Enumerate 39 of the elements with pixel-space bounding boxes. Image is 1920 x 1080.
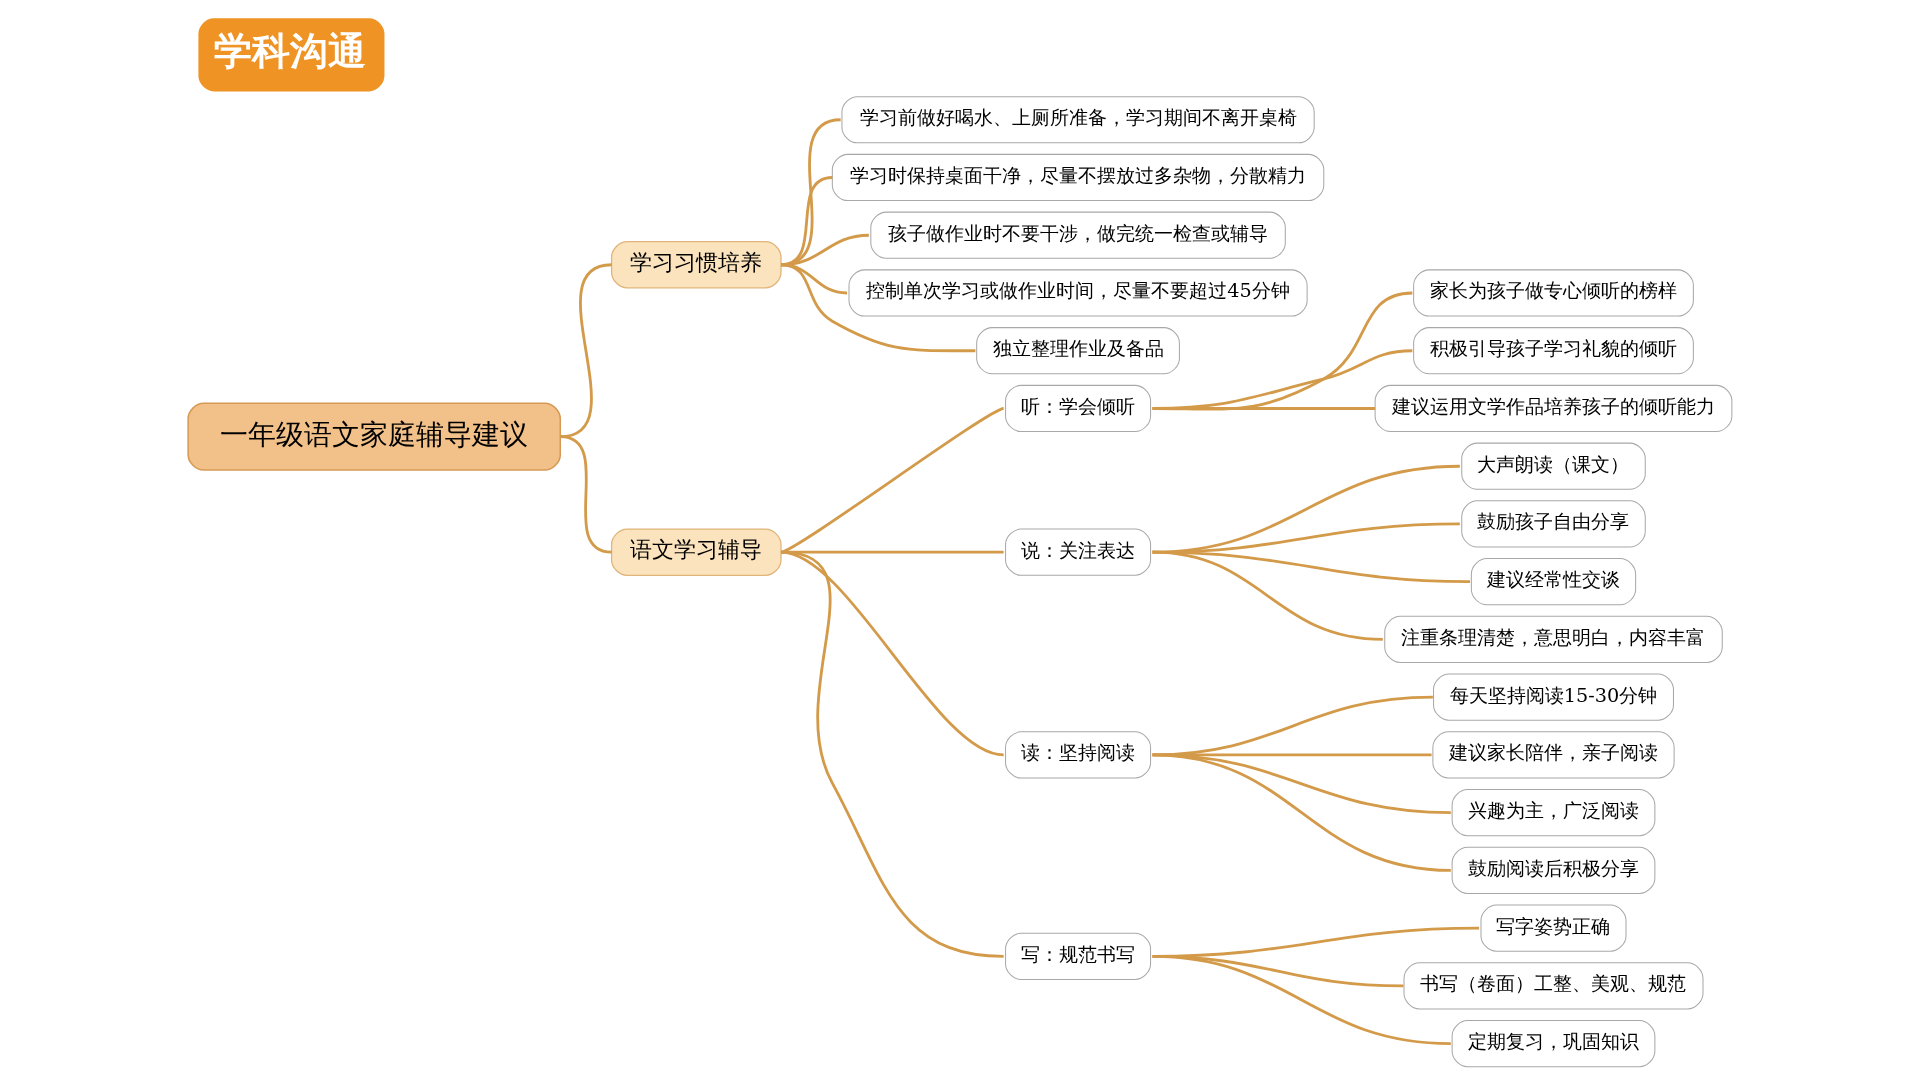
node-box: 说：关注表达 xyxy=(1005,528,1152,576)
node-box: 书写（卷面）工整、美观、规范 xyxy=(1403,962,1704,1010)
diagram-title: 学科沟通 xyxy=(214,27,367,73)
connector xyxy=(1152,550,1383,641)
connector xyxy=(1152,695,1433,757)
node-box: 鼓励阅读后积极分享 xyxy=(1451,846,1656,895)
connector xyxy=(780,550,1004,958)
connector xyxy=(1152,349,1413,410)
node-box: 学习习惯培养 xyxy=(610,241,782,289)
connector xyxy=(780,263,848,295)
node-box: 积极引导孩子学习礼貌的倾听 xyxy=(1413,327,1694,375)
node-box: 每天坚持阅读15-30分钟 xyxy=(1433,673,1674,721)
node-box: 建议家长陪伴，亲子阅读 xyxy=(1432,731,1675,779)
node-box: 写：规范书写 xyxy=(1005,932,1152,981)
node-box: 学习时保持桌面干净，尽量不摆放过多杂物，分散精力 xyxy=(831,153,1325,202)
connector xyxy=(1152,291,1413,411)
connector xyxy=(560,435,612,554)
node-box: 读：坚持阅读 xyxy=(1005,731,1152,779)
connector xyxy=(1152,407,1376,410)
node-box: 听：学会倾听 xyxy=(1005,384,1152,433)
node-box: 注重条理清楚，意思明白，内容丰富 xyxy=(1384,615,1723,664)
node-box: 学习前做好喝水、上厕所准备，学习期间不离开桌椅 xyxy=(841,96,1315,144)
node-box: 家长为孩子做专心倾听的榜样 xyxy=(1413,269,1694,317)
node-box: 写字姿势正确 xyxy=(1480,904,1627,952)
node-box: 一年级语文家庭辅导建议 xyxy=(187,402,562,471)
node-box: 大声朗读（课文） xyxy=(1461,442,1646,490)
node-box: 兴趣为主，广泛阅读 xyxy=(1451,789,1656,837)
node-box: 鼓励孩子自由分享 xyxy=(1461,500,1646,548)
connector xyxy=(1152,955,1451,1046)
node-box: 控制单次学习或做作业时间，尽量不要超过45分钟 xyxy=(848,269,1308,317)
node-box: 建议经常性交谈 xyxy=(1470,558,1637,606)
node-box: 语文学习辅导 xyxy=(610,528,782,576)
connector xyxy=(780,263,976,353)
connector xyxy=(780,407,1005,554)
node-box: 独立整理作业及备品 xyxy=(976,327,1180,375)
connector xyxy=(1152,753,1451,872)
node-box: 孩子做作业时不要干涉，做完统一检查或辅导 xyxy=(870,211,1286,259)
node-box: 定期复习，巩固知识 xyxy=(1451,1020,1656,1068)
node-box: 建议运用文学作品培养孩子的倾听能力 xyxy=(1374,384,1733,433)
